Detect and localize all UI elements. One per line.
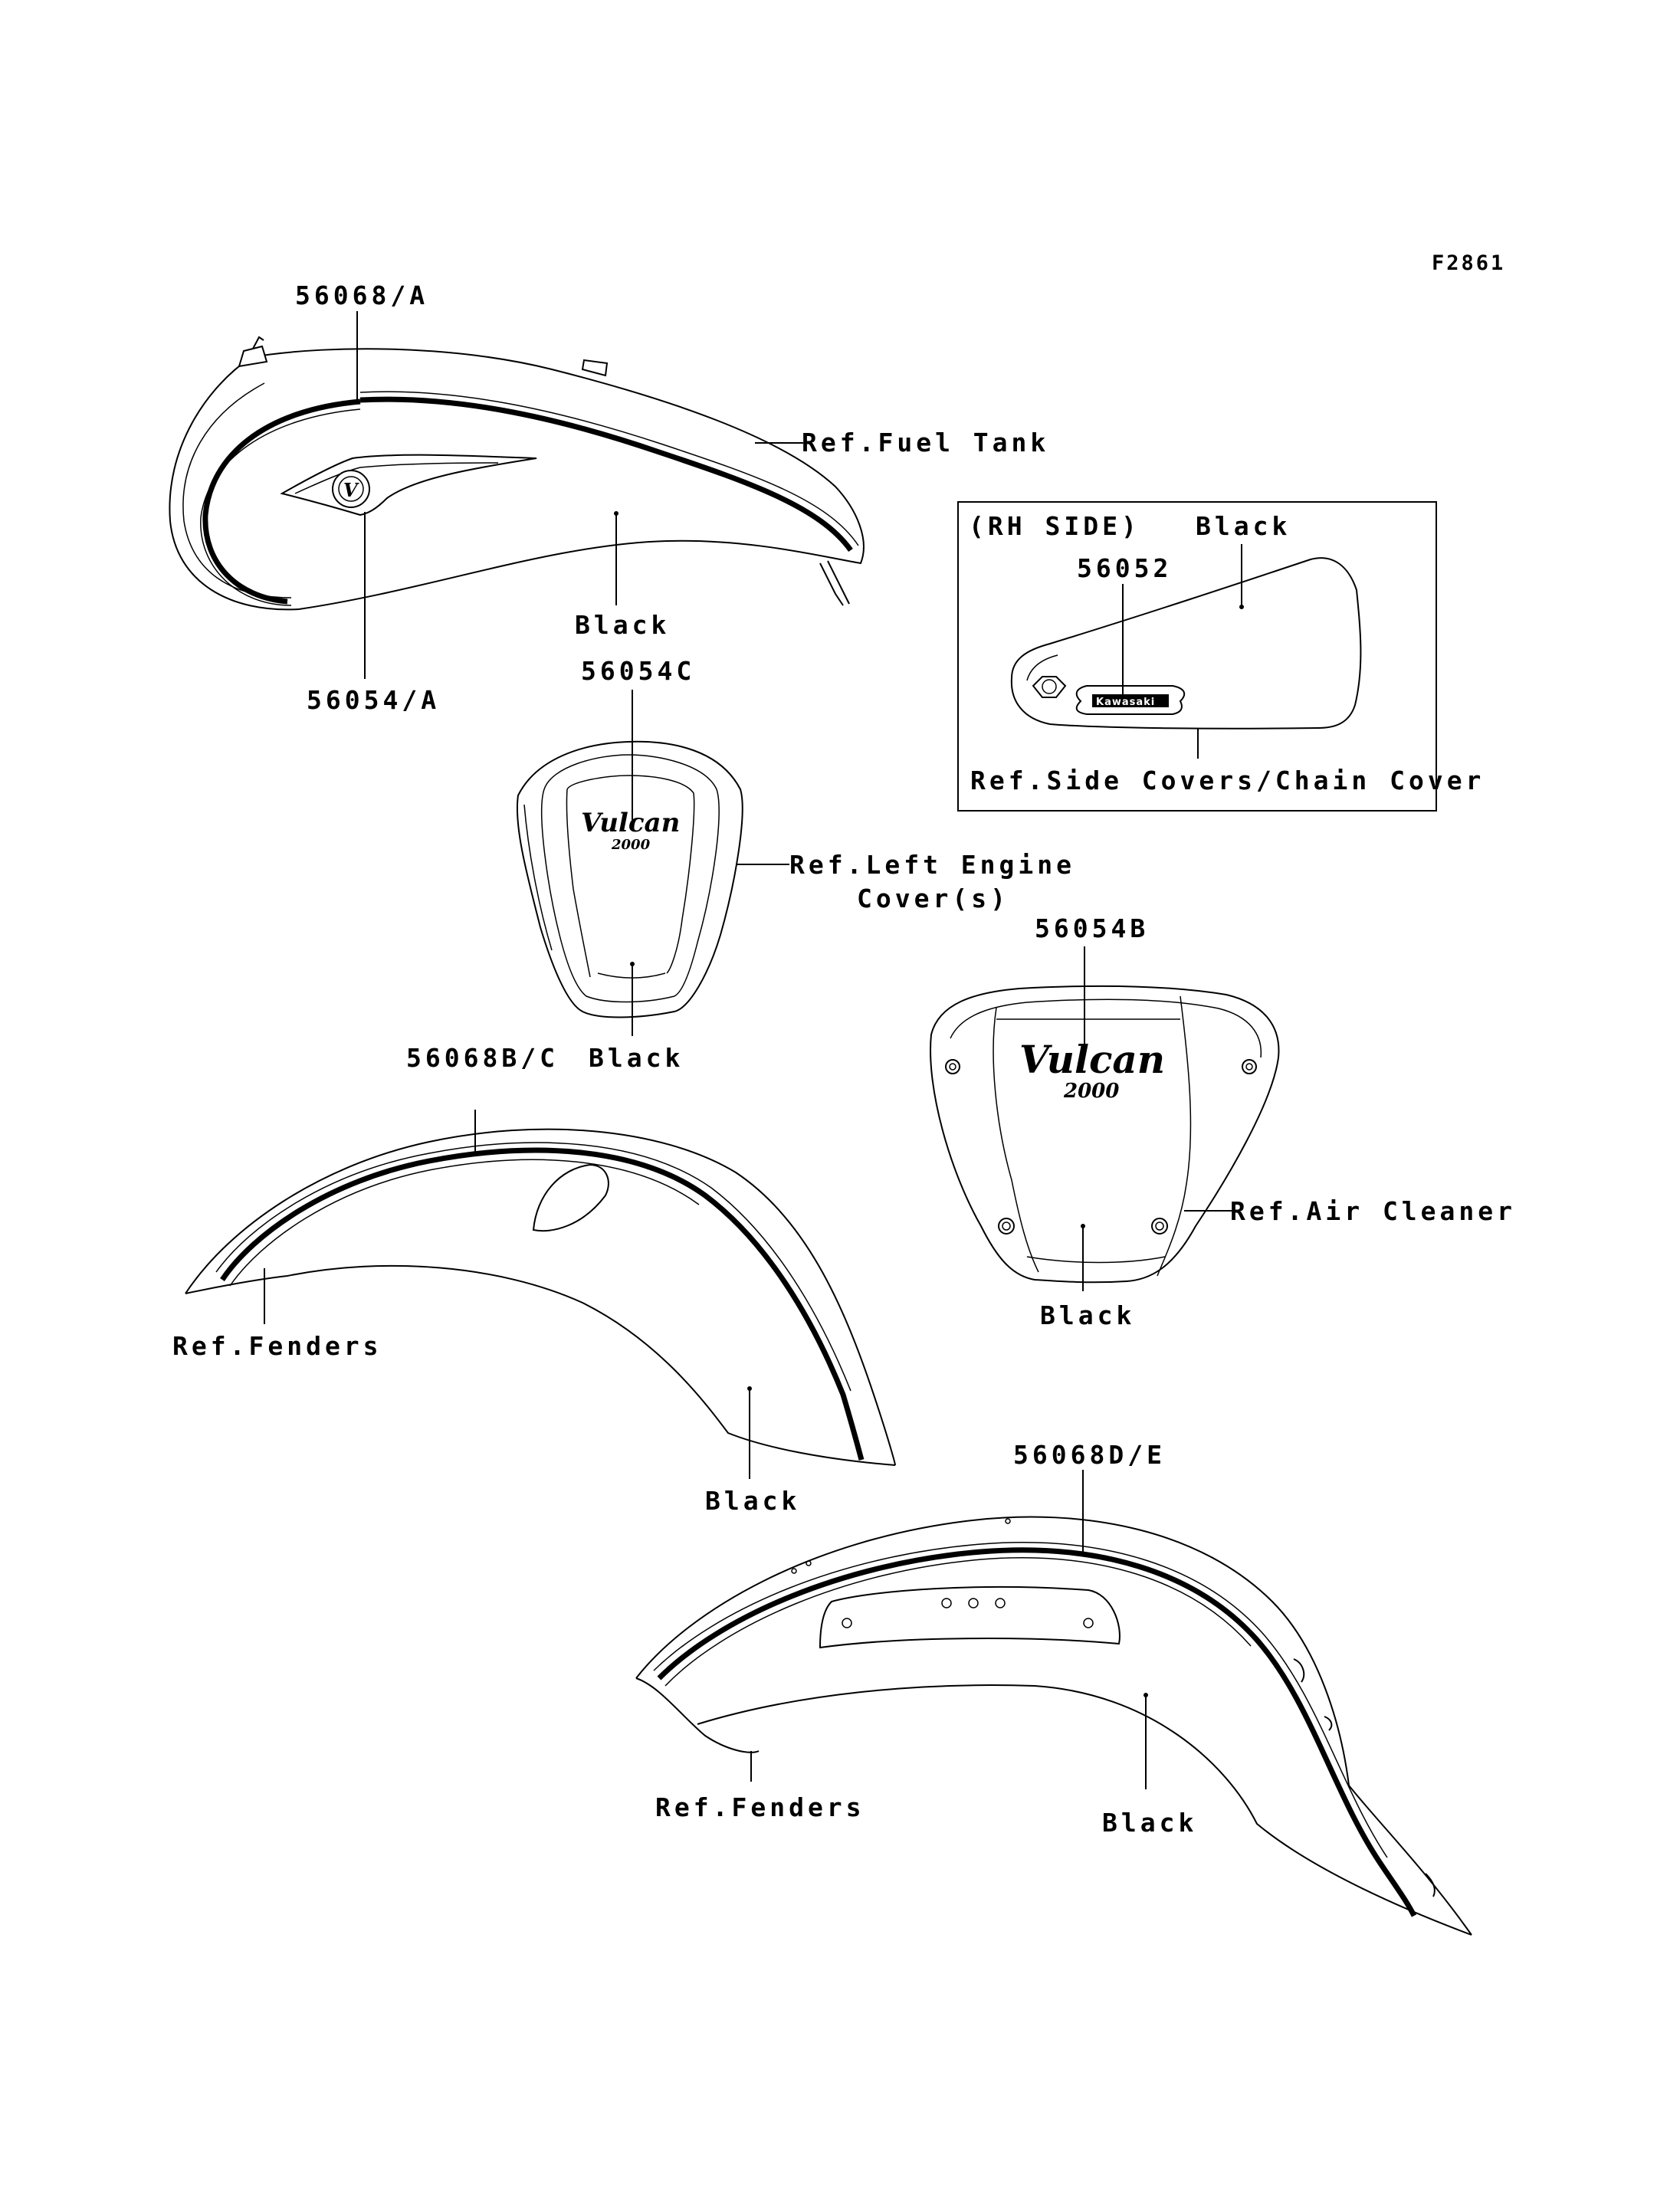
air-cleaner-ref-label: Ref.Air Cleaner — [1230, 1196, 1516, 1226]
figure-code: F2861 — [1432, 251, 1505, 275]
engine-cover-logo-line1: Vulcan — [581, 808, 680, 838]
front-fender-part-number: 56068B/C — [406, 1043, 559, 1073]
air-cleaner-color-label: Black — [1040, 1300, 1135, 1330]
engine-cover-color-label: Black — [589, 1043, 684, 1073]
rear-fender-illustration — [635, 1470, 1472, 1936]
air-cleaner-logo-line2: 2000 — [1063, 1080, 1119, 1103]
engine-cover-illustration: Vulcan 2000 — [516, 690, 789, 1036]
front-fender-color-label: Black — [705, 1486, 800, 1516]
air-cleaner-logo-line1: Vulcan — [1019, 1037, 1165, 1082]
fuel-tank-illustration: V — [169, 311, 865, 679]
side-cover-side-label: (RH SIDE) — [969, 511, 1140, 541]
fuel-tank-stripe-part-number: 56068/A — [295, 280, 428, 310]
tank-emblem-mark: V — [343, 479, 359, 501]
engine-cover-ref-line2: Cover(s) — [857, 884, 1009, 913]
front-fender-illustration — [185, 1110, 896, 1479]
engine-cover-ref-line1: Ref.Left Engine — [789, 850, 1075, 880]
side-cover-color-label: Black — [1196, 511, 1291, 541]
engine-cover-part-number: 56054C — [581, 656, 695, 686]
air-cleaner-illustration: Vulcan 2000 — [930, 946, 1280, 1291]
side-cover-inset: Kawasaki — [957, 501, 1437, 812]
rear-fender-part-number: 56068D/E — [1013, 1440, 1166, 1470]
air-cleaner-part-number: 56054B — [1035, 913, 1149, 943]
kawasaki-badge-text: Kawasaki — [1096, 697, 1155, 708]
rear-fender-color-label: Black — [1102, 1808, 1197, 1838]
fuel-tank-color-label: Black — [575, 610, 670, 640]
side-cover-part-number: 56052 — [1077, 553, 1172, 583]
rear-fender-ref-label: Ref.Fenders — [655, 1792, 865, 1822]
fuel-tank-ref-label: Ref.Fuel Tank — [802, 428, 1049, 457]
side-cover-ref-label: Ref.Side Covers/Chain Cover — [970, 766, 1485, 795]
fuel-tank-emblem-part-number: 56054/A — [307, 685, 440, 715]
engine-cover-logo-line2: 2000 — [611, 837, 651, 853]
front-fender-ref-label: Ref.Fenders — [172, 1331, 382, 1361]
